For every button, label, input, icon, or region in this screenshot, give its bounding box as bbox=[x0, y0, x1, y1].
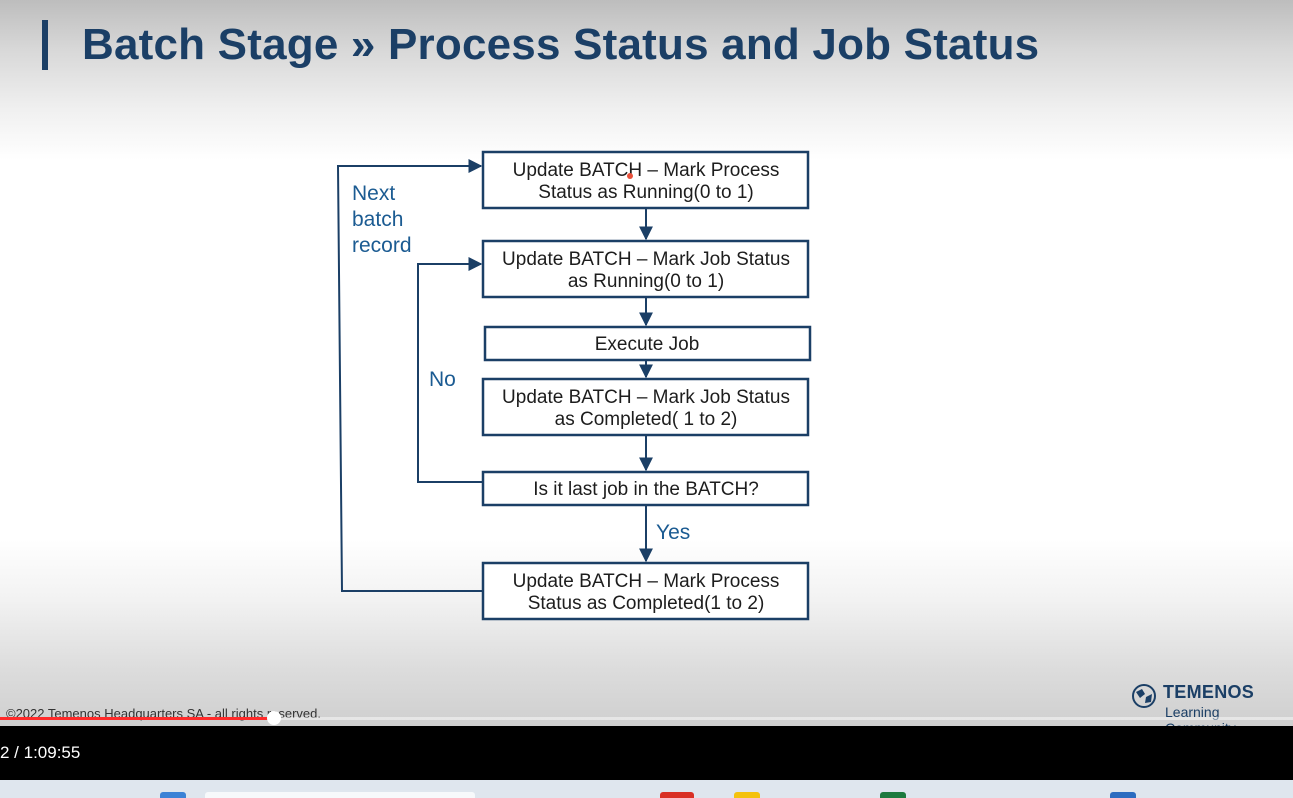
taskbar-search[interactable] bbox=[205, 792, 475, 798]
video-progress-fill bbox=[0, 717, 275, 720]
flowchart: Update BATCH – Mark Process Status as Ru… bbox=[336, 150, 812, 621]
video-progress-bar[interactable] bbox=[0, 711, 1293, 725]
box-job-completed-line1: Update BATCH – Mark Job Status bbox=[502, 387, 790, 408]
slide: Batch Stage » Process Status and Job Sta… bbox=[0, 0, 1293, 726]
box-execute-job bbox=[483, 325, 812, 362]
box-job-completed-line2: as Completed( 1 to 2) bbox=[555, 409, 738, 430]
loop-label-line2: batch bbox=[352, 208, 403, 231]
box-process-running-line1: Update BATCH – Mark Process bbox=[513, 160, 780, 181]
box-job-running bbox=[481, 239, 810, 299]
time-display: 2 / 1:09:55 bbox=[0, 743, 81, 762]
title-accent-bar bbox=[42, 20, 48, 70]
loop-label-line3: record bbox=[352, 234, 412, 257]
box-last-job-decision-label: Is it last job in the BATCH? bbox=[533, 479, 759, 500]
box-job-completed bbox=[481, 377, 810, 437]
pointer-dot bbox=[627, 173, 633, 179]
browser-icon[interactable] bbox=[660, 792, 694, 798]
loop-label-line1: Next bbox=[352, 182, 395, 205]
next-batch-loop-connector bbox=[336, 159, 483, 592]
video-scrubber-handle[interactable] bbox=[267, 711, 282, 725]
box-job-running-line1: Update BATCH – Mark Job Status bbox=[502, 249, 790, 270]
box-process-completed bbox=[481, 561, 810, 621]
start-icon[interactable] bbox=[160, 792, 186, 798]
taskbar bbox=[0, 780, 1293, 798]
logo-name: TEMENOS bbox=[1163, 682, 1255, 702]
box-process-completed-line1: Update BATCH – Mark Process bbox=[513, 571, 780, 592]
app-icon-blue[interactable] bbox=[1110, 792, 1136, 798]
no-loop-connector bbox=[417, 257, 483, 483]
logo-subtitle: Learning Community bbox=[1165, 704, 1236, 726]
yes-label: Yes bbox=[656, 521, 690, 544]
player-controls: 2 / 1:09:55 bbox=[0, 726, 1293, 780]
box-process-running bbox=[481, 150, 810, 210]
spreadsheet-icon[interactable] bbox=[880, 792, 906, 798]
box-process-completed-line2: Status as Completed(1 to 2) bbox=[528, 593, 765, 614]
globe-logo-icon bbox=[1132, 684, 1156, 708]
box-execute-job-label: Execute Job bbox=[595, 334, 700, 355]
box-job-running-line2: as Running(0 to 1) bbox=[568, 271, 724, 292]
temenos-logo: TEMENOS Learning Community bbox=[1130, 680, 1290, 726]
box-process-running-line2: Status as Running(0 to 1) bbox=[538, 182, 753, 203]
slide-title: Batch Stage » Process Status and Job Sta… bbox=[82, 20, 1040, 69]
app-icon-yellow[interactable] bbox=[734, 792, 760, 798]
no-label: No bbox=[429, 368, 456, 391]
